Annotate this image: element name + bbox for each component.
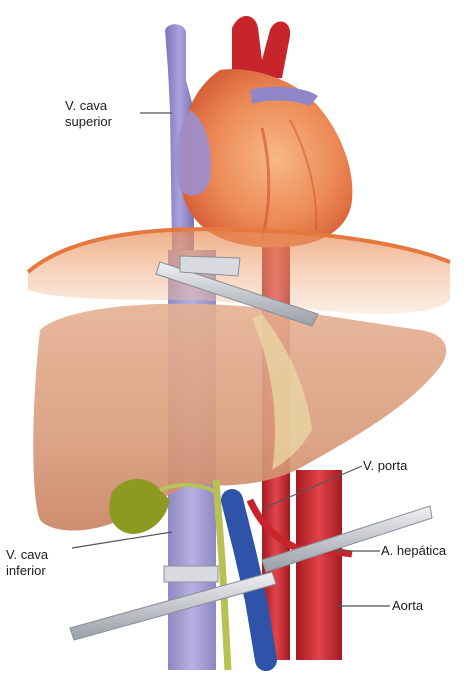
label-vena-cava-superior-line2: superior: [65, 114, 112, 130]
label-aorta: Aorta: [392, 598, 423, 614]
heart: [176, 16, 352, 248]
label-vena-cava-inferior: V. cava inferior: [6, 547, 48, 579]
label-vena-porta: V. porta: [363, 458, 407, 474]
label-vena-cava-inferior-line1: V. cava: [6, 547, 48, 562]
label-vena-cava-inferior-line2: inferior: [6, 563, 48, 579]
leader-vena-cava-inferior: [72, 532, 172, 548]
label-arteria-hepatica: A. hepática: [381, 543, 446, 559]
label-vena-cava-superior: V. cava superior: [65, 98, 112, 130]
label-vena-cava-superior-line1: V. cava: [65, 98, 107, 113]
aorta-lower-segment: [296, 470, 342, 660]
